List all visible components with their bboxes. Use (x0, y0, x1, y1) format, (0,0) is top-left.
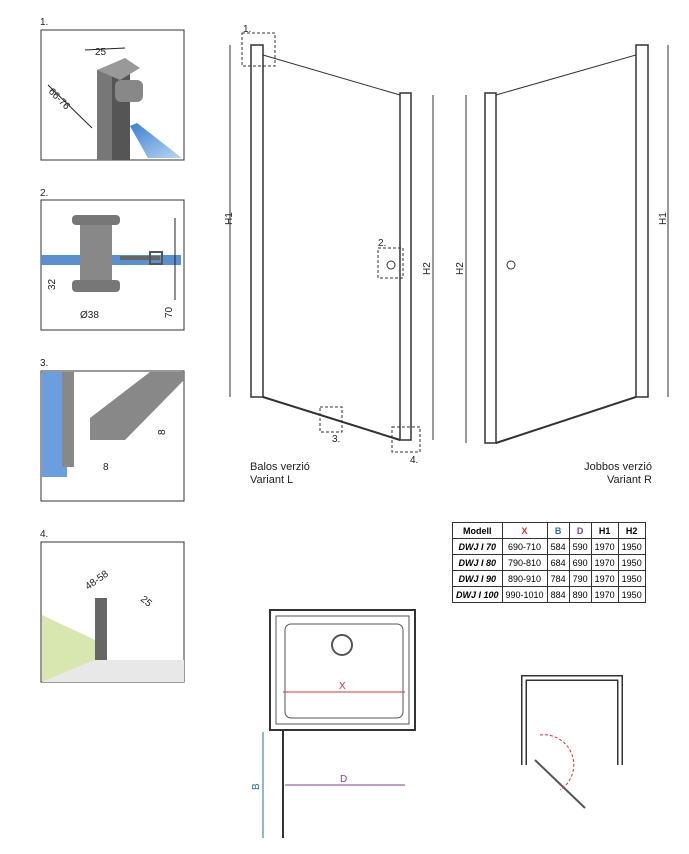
dim-h2: H2 (422, 262, 433, 275)
table-cell: 784 (546, 570, 570, 587)
table-cell: DWJ I 100 (452, 586, 503, 603)
header-cell: H1 (590, 522, 619, 539)
swing-plan (521, 675, 623, 809)
dim-h1: H1 (658, 212, 669, 225)
table-cell: 690-710 (501, 538, 548, 555)
variant-left-hu: Balos verzió (250, 461, 310, 473)
plan-view: X B D (251, 609, 416, 838)
dim-label: 8 (103, 462, 109, 473)
header-cell: B (546, 522, 570, 539)
table-cell: 590 (568, 538, 592, 555)
table-cell: 884 (546, 586, 570, 603)
dim-h1: H1 (224, 212, 235, 225)
dim-label: 32 (47, 278, 58, 290)
table-cell: DWJ I 70 (452, 538, 503, 555)
table-cell: 1970 (590, 586, 619, 603)
table-cell: DWJ I 80 (452, 554, 503, 571)
table-cell: 1950 (617, 570, 646, 587)
header-cell: D (568, 522, 592, 539)
detail-3: 3. 8 8 (40, 358, 185, 502)
table-cell: 1950 (617, 538, 646, 555)
detail-number: 1. (40, 17, 48, 28)
table-cell: 1970 (590, 554, 619, 571)
dim-d: D (340, 774, 347, 785)
door-variant-right: H2 H1 (455, 44, 669, 444)
variant-right-hu: Jobbos verzió (584, 461, 652, 473)
detail-number: 2. (40, 188, 48, 199)
header-cell: X (501, 522, 548, 539)
table-cell: 690 (568, 554, 592, 571)
table-cell: 890 (568, 586, 592, 603)
dim-label: 25 (138, 594, 154, 610)
callout-2: 2. (378, 238, 386, 249)
table-cell: 790 (568, 570, 592, 587)
variant-left-label: Balos verzió Variant L (250, 461, 310, 487)
table-cell: 1950 (617, 586, 646, 603)
detail-2: 2. 32 Ø38 70 (40, 188, 185, 331)
header-cell: H2 (617, 522, 646, 539)
variant-left-en: Variant L (250, 474, 294, 486)
table-cell: 990-1010 (501, 586, 548, 603)
table-cell: 1970 (590, 570, 619, 587)
dim-label: 8 (157, 429, 168, 435)
callout-3: 3. (332, 434, 340, 445)
door-variant-left: H1 H2 1. 2. 3. 4. (224, 24, 434, 466)
detail-4: 4. 48-58 25 (40, 529, 185, 683)
dim-label: 70 (164, 306, 175, 318)
table-cell: 1970 (590, 538, 619, 555)
table-header: Modell X B D H1 H2 (452, 522, 646, 539)
table-cell: 684 (546, 554, 570, 571)
detail-1: 1. 25 66-76 (40, 17, 185, 161)
detail-number: 4. (40, 529, 48, 540)
dim-label: Ø38 (80, 310, 99, 321)
dim-label: 48-58 (83, 569, 111, 593)
table-cell: 584 (546, 538, 570, 555)
dim-b: B (251, 783, 262, 790)
table-cell: 1950 (617, 554, 646, 571)
table-cell: DWJ I 90 (452, 570, 503, 587)
table-cell: 890-910 (501, 570, 548, 587)
callout-1: 1. (243, 24, 251, 35)
variant-right-label: Jobbos verzió Variant R (560, 461, 652, 487)
variant-right-en: Variant R (606, 474, 652, 486)
detail-number: 3. (40, 358, 48, 369)
dim-label: 25 (95, 47, 107, 58)
header-cell: Modell (452, 522, 503, 539)
callout-4: 4. (410, 455, 418, 466)
table-cell: 790-810 (501, 554, 548, 571)
dim-label: 66-76 (46, 86, 72, 112)
dim-x: X (339, 681, 346, 692)
dim-h2: H2 (455, 262, 466, 275)
